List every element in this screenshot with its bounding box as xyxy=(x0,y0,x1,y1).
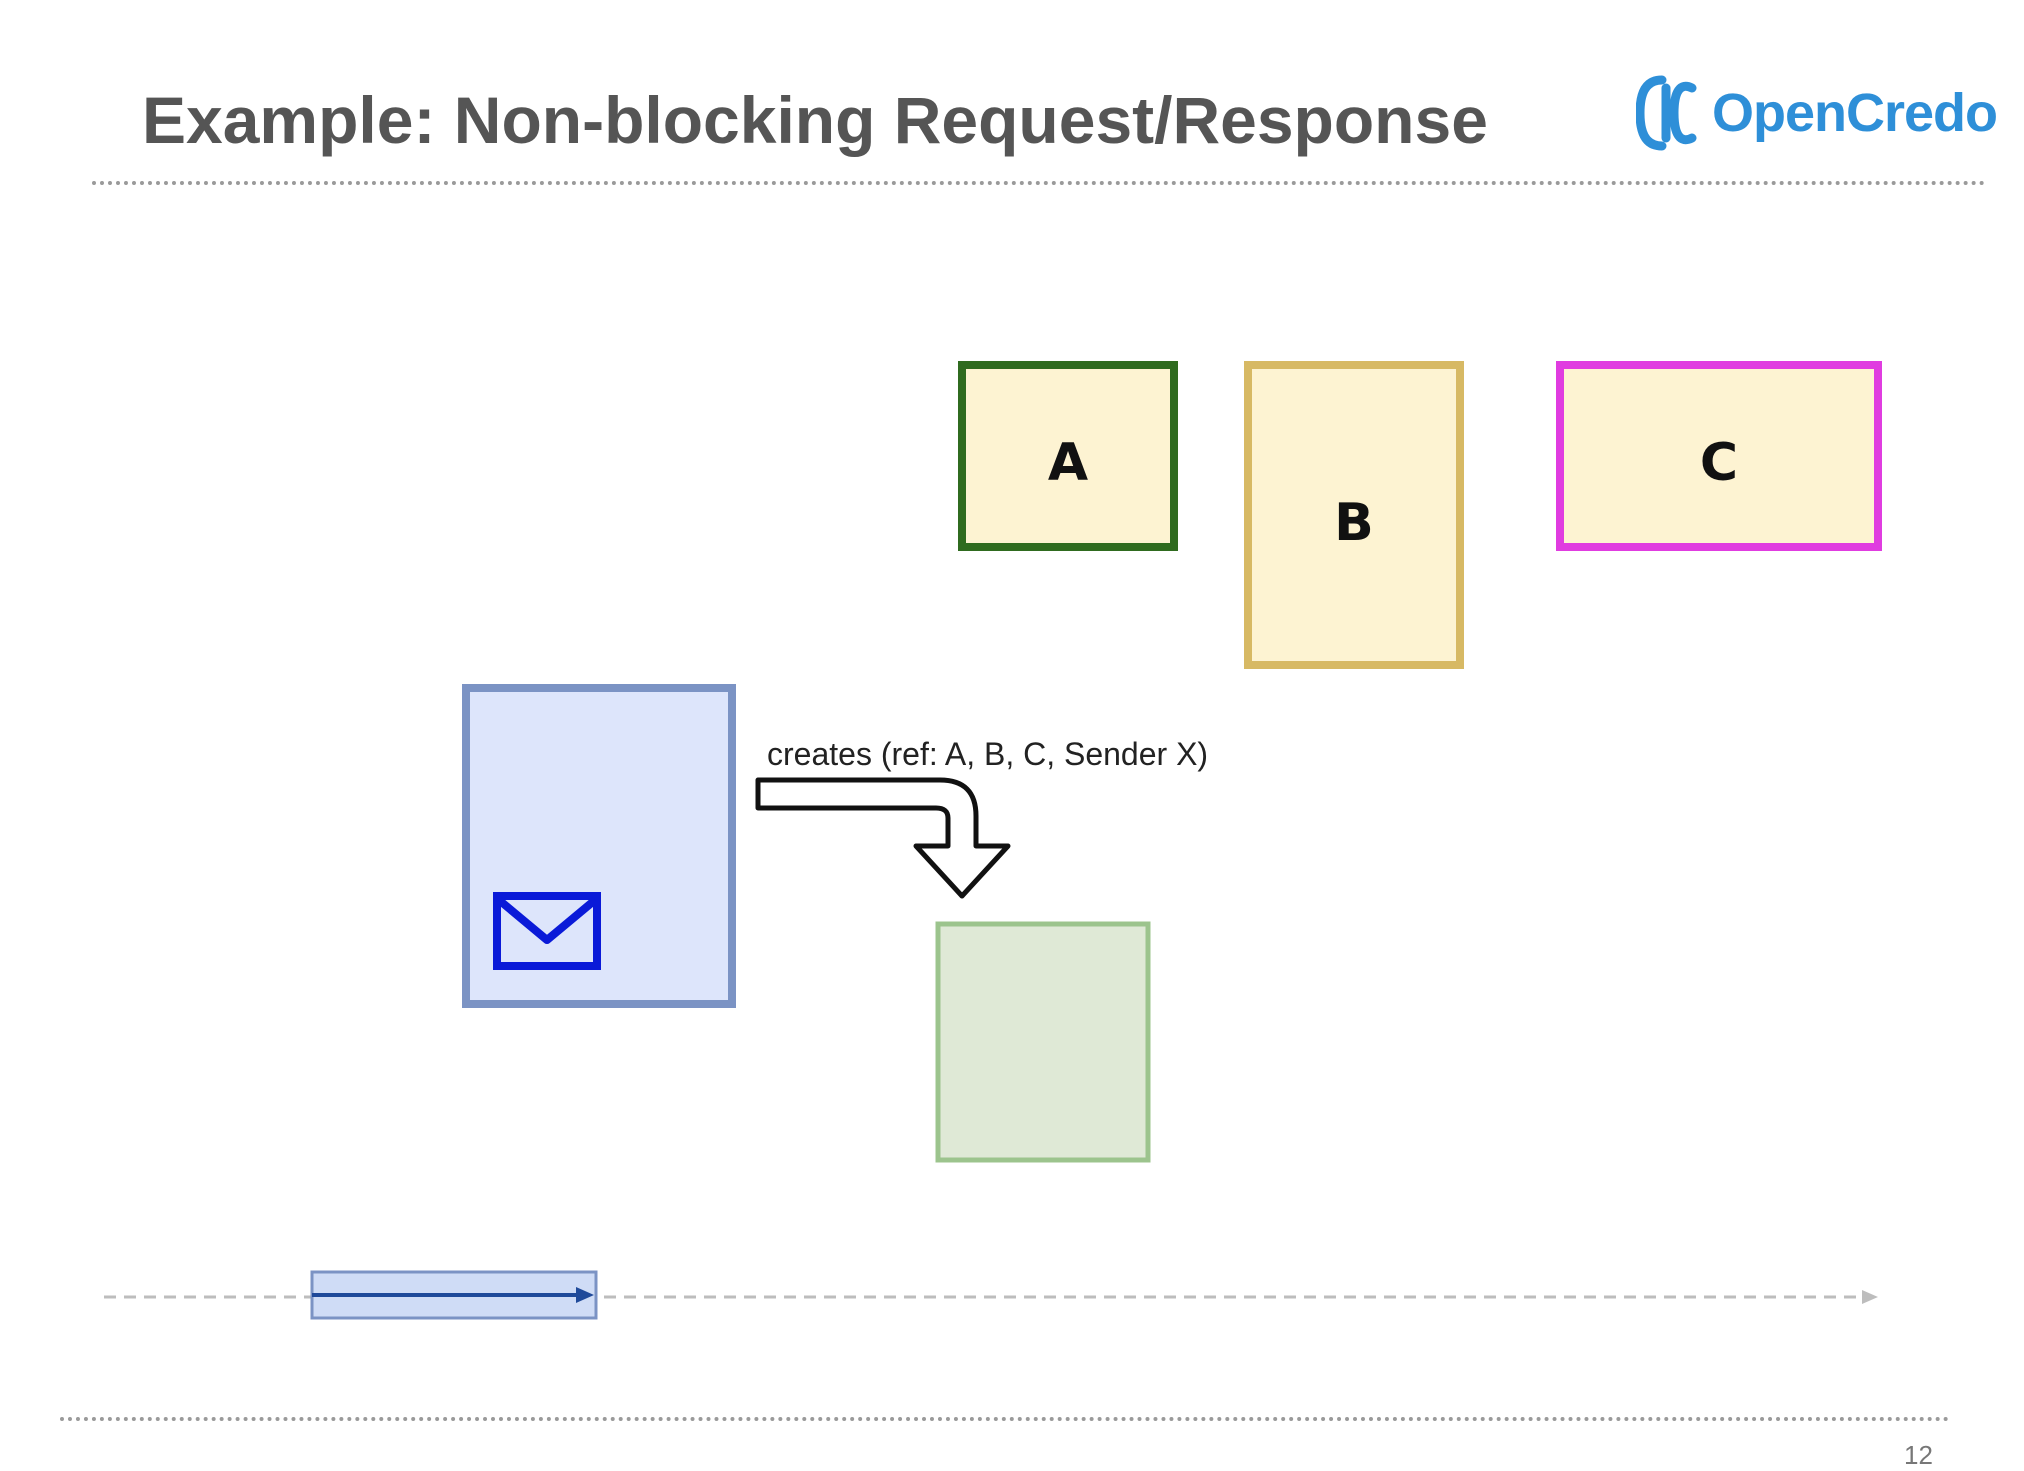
logo-text: OpenCredo xyxy=(1712,83,1998,143)
actor-box-b xyxy=(1244,361,1464,669)
actor-label-c: C xyxy=(1700,433,1738,493)
logo: OpenCredo xyxy=(1636,74,1998,152)
actor-box-a xyxy=(958,361,1178,551)
title-divider xyxy=(92,181,1986,185)
envelope-icon xyxy=(493,892,601,970)
actor-box-c xyxy=(1556,361,1882,551)
timeline-end-arrow xyxy=(1862,1290,1878,1304)
creates-arrow xyxy=(755,777,1011,899)
footer-divider xyxy=(60,1417,1950,1421)
slide-title: Example: Non-blocking Request/Response xyxy=(142,83,1488,157)
actor-label-a: A xyxy=(1048,433,1088,493)
page-number: 12 xyxy=(1904,1440,1933,1470)
timeline-message-arrowhead xyxy=(576,1287,594,1303)
opencredo-logo-icon xyxy=(1636,75,1697,151)
actor-label-b: B xyxy=(1334,493,1374,553)
created-actor-box xyxy=(935,921,1151,1163)
creates-caption: creates (ref: A, B, C, Sender X) xyxy=(767,736,1208,772)
